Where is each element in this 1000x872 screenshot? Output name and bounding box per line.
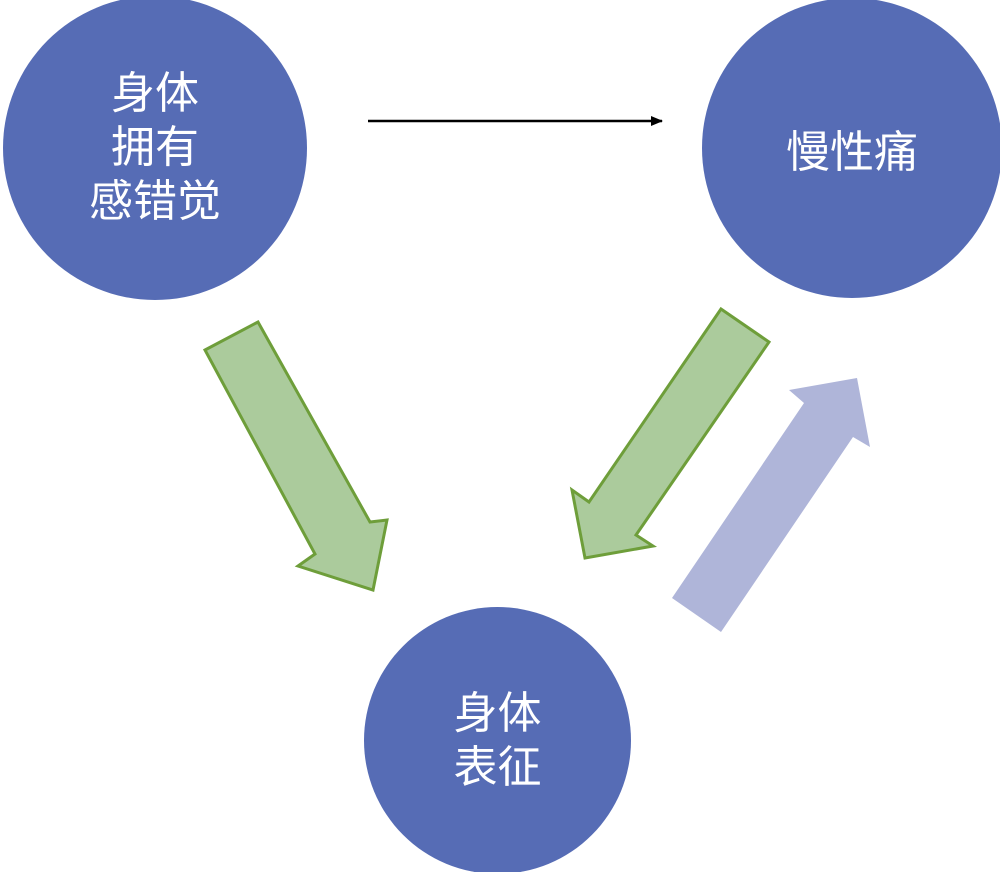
node-label-line: 感错觉 — [89, 176, 221, 227]
arrow-illusion-to-representation — [202, 319, 389, 592]
node-body-representation: 身体 表征 — [364, 607, 631, 872]
node-chronic-pain: 慢性痛 — [702, 0, 1000, 298]
node-label-line: 身体 — [453, 687, 542, 739]
node-label-line: 慢性痛 — [786, 127, 918, 178]
node-label-line: 身体 — [111, 68, 199, 119]
node-label-line: 表征 — [453, 741, 542, 793]
arrow-representation-to-pain — [672, 378, 870, 632]
arrow-pain-to-representation — [569, 306, 772, 560]
node-body-ownership-illusion: 身体 拥有 感错觉 — [3, 0, 307, 300]
node-label-line: 拥有 — [111, 122, 199, 173]
